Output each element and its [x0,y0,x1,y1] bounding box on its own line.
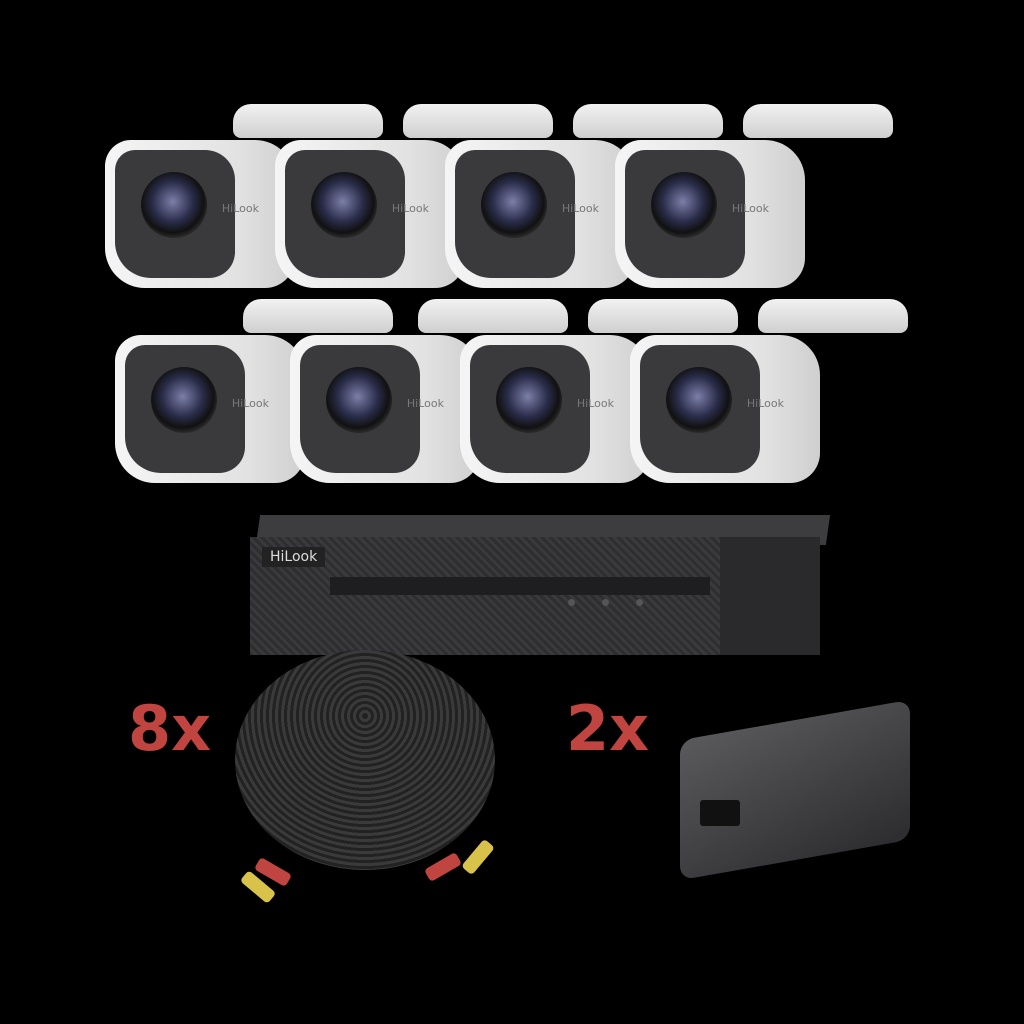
camera-8: HiLook [630,299,908,485]
recorder-side [720,537,820,655]
power-supply-body [680,699,910,881]
led-indicator-icon [568,599,575,606]
camera-lens-icon [311,172,377,238]
camera-lens-icon [666,367,732,433]
recorder-logo: HiLook [262,547,326,567]
camera-lens-icon [141,172,207,238]
psu-quantity-label: 2x [566,692,650,765]
video-recorder: HiLook [250,515,831,655]
camera-mount [573,104,723,138]
camera-7: HiLook [460,299,738,485]
cable-coil-icon [235,650,495,870]
ac-socket-icon [700,800,740,826]
camera-lens-icon [496,367,562,433]
camera-brand: HiLook [391,202,429,215]
camera-lens-icon [326,367,392,433]
camera-brand: HiLook [561,202,599,215]
recorder-slot [330,577,710,595]
camera-lens-icon [151,367,217,433]
camera-mount [588,299,738,333]
power-connector-icon [423,851,463,883]
led-indicator-icon [636,599,643,606]
camera-mount [243,299,393,333]
camera-6: HiLook [290,299,568,485]
camera-brand: HiLook [576,397,614,410]
camera-mount [233,104,383,138]
camera-mount [743,104,893,138]
recorder-front-panel: HiLook [250,537,720,655]
camera-1: HiLook [105,104,383,290]
camera-brand: HiLook [731,202,769,215]
camera-mount [418,299,568,333]
led-indicator-icon [602,599,609,606]
camera-lens-icon [481,172,547,238]
camera-brand: HiLook [231,397,269,410]
camera-brand: HiLook [746,397,784,410]
camera-2: HiLook [275,104,553,290]
camera-brand: HiLook [221,202,259,215]
camera-brand: HiLook [406,397,444,410]
cable-quantity-label: 8x [128,692,212,765]
video-connector-icon [461,838,495,876]
camera-lens-icon [651,172,717,238]
camera-mount [403,104,553,138]
camera-4: HiLook [615,104,893,290]
power-supply [680,699,910,881]
camera-5: HiLook [115,299,393,485]
camera-3: HiLook [445,104,723,290]
camera-mount [758,299,908,333]
